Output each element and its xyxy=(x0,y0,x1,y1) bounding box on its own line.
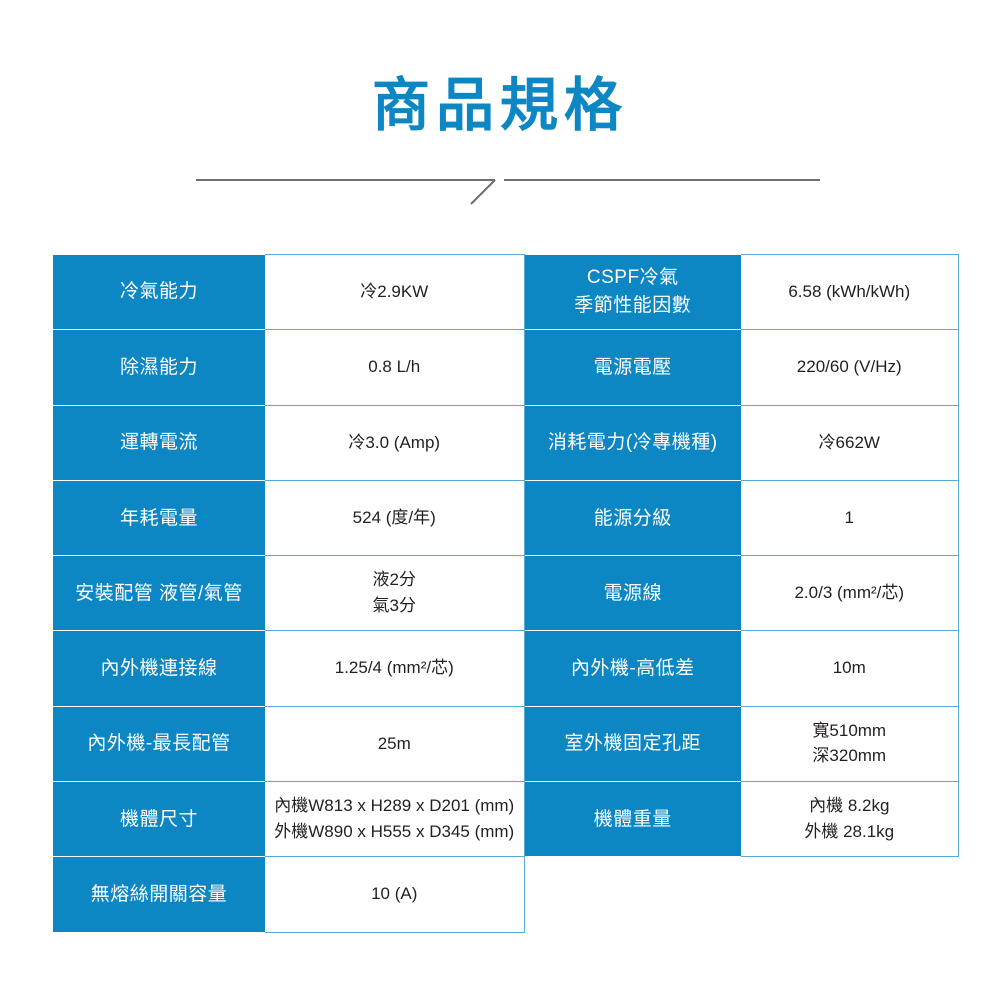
spec-value: 1.25/4 (mm²/芯) xyxy=(265,630,525,707)
empty-cell xyxy=(741,856,958,933)
spec-label: 機體尺寸 xyxy=(53,781,265,858)
label-line: 內外機-高低差 xyxy=(570,658,695,680)
value-line: 6.58 (kWh/kWh) xyxy=(788,281,911,301)
spec-value: 524 (度/年) xyxy=(265,480,525,557)
spec-value: 1 xyxy=(741,480,959,557)
table-row: 內外機連接線 1.25/4 (mm²/芯) 內外機-高低差 10m xyxy=(53,630,959,707)
value-line: 冷662W xyxy=(818,432,880,452)
value-line: 10m xyxy=(832,658,866,678)
table-row: 機體尺寸 內機W813 x H289 x D201 (mm) 外機W890 x … xyxy=(53,781,959,858)
spec-label: 電源電壓 xyxy=(524,329,741,406)
page-header: 商品規格 xyxy=(0,73,1000,139)
table-row: 冷氣能力 冷2.9KW CSPF冷氣 季節性能因數 6.58 (kWh/kWh) xyxy=(53,253,959,331)
spec-label: 能源分級 xyxy=(524,479,741,557)
spec-label: 機體重量 xyxy=(524,781,741,858)
table-row: 安裝配管 液管/氣管 液2分 氣3分 電源線 2.0/3 (mm²/芯) xyxy=(53,555,959,632)
value-line: 524 (度/年) xyxy=(352,507,436,527)
spec-value: 冷3.0 (Amp) xyxy=(265,405,525,481)
spec-label: 內外機-高低差 xyxy=(524,630,741,707)
spec-value: 220/60 (V/Hz) xyxy=(741,329,959,406)
empty-cell xyxy=(524,856,741,933)
divider-line-icon xyxy=(196,179,820,205)
value-line: 內機 8.2kg xyxy=(809,796,890,816)
value-line: 液2分 xyxy=(372,570,416,590)
value-line: 1 xyxy=(844,507,854,527)
page-title: 商品規格 xyxy=(371,73,628,138)
spec-value: 內機 8.2kg 外機 28.1kg xyxy=(741,781,959,858)
value-line: 2.0/3 (mm²/芯) xyxy=(794,583,905,603)
value-line: 0.8 L/h xyxy=(368,357,421,377)
label-line: 能源分級 xyxy=(593,507,672,529)
spec-value: 25m xyxy=(265,706,525,783)
value-line: 10 (A) xyxy=(371,884,418,904)
value-line: 深320mm xyxy=(812,746,887,766)
spec-label: 運轉電流 xyxy=(53,404,265,481)
spec-value: 6.58 (kWh/kWh) xyxy=(741,253,959,331)
value-line: 1.25/4 (mm²/芯) xyxy=(334,658,454,678)
table-row: 內外機-最長配管 25m 室外機固定孔距 寬510mm 深320mm xyxy=(53,705,959,783)
spec-label: 除濕能力 xyxy=(53,329,265,406)
spec-value: 液2分 氣3分 xyxy=(265,555,525,632)
value-line: 內機W813 x H289 x D201 (mm) xyxy=(274,796,515,816)
spec-label: 無熔絲開關容量 xyxy=(53,856,265,933)
label-line: 電源電壓 xyxy=(593,356,672,378)
spec-label: 電源線 xyxy=(524,555,741,632)
label-line: CSPF冷氣 xyxy=(586,267,679,289)
table-row: 除濕能力 0.8 L/h 電源電壓 220/60 (V/Hz) xyxy=(53,329,959,406)
spec-value: 10m xyxy=(741,630,959,707)
value-line: 25m xyxy=(377,733,411,753)
spec-table-body: 冷氣能力 冷2.9KW CSPF冷氣 季節性能因數 6.58 (kWh/kWh)… xyxy=(53,253,959,933)
spec-value: 0.8 L/h xyxy=(265,329,525,406)
label-line: 機體重量 xyxy=(593,808,672,830)
label-line: 室外機固定孔距 xyxy=(564,733,701,755)
value-line: 冷2.9KW xyxy=(360,281,429,301)
spec-label: 冷氣能力 xyxy=(53,254,265,331)
spec-label: 消耗電力(冷專機種) xyxy=(524,404,741,481)
value-line: 外機W890 x H555 x D345 (mm) xyxy=(274,821,515,841)
spec-label: 內外機-最長配管 xyxy=(53,705,265,783)
table-row: 無熔絲開關容量 10 (A) xyxy=(53,856,958,933)
spec-value: 寬510mm 深320mm xyxy=(741,706,959,783)
value-line: 冷3.0 (Amp) xyxy=(348,432,441,452)
spec-table: 冷氣能力 冷2.9KW CSPF冷氣 季節性能因數 6.58 (kWh/kWh)… xyxy=(53,253,959,933)
spec-value: 內機W813 x H289 x D201 (mm) 外機W890 x H555 … xyxy=(265,781,525,858)
spec-value: 10 (A) xyxy=(265,856,525,933)
spec-value: 冷2.9KW xyxy=(265,253,525,331)
value-line: 寬510mm xyxy=(812,720,887,740)
spec-label: 年耗電量 xyxy=(53,479,265,557)
decorative-divider xyxy=(0,168,1000,210)
value-line: 氣3分 xyxy=(372,595,416,615)
table-row: 年耗電量 524 (度/年) 能源分級 1 xyxy=(53,479,959,557)
spec-label: CSPF冷氣 季節性能因數 xyxy=(524,254,741,331)
spec-label: 安裝配管 液管/氣管 xyxy=(53,555,265,632)
spec-label: 內外機連接線 xyxy=(53,630,265,707)
label-line: 消耗電力(冷專機種) xyxy=(547,432,718,454)
value-line: 220/60 (V/Hz) xyxy=(796,357,902,377)
label-line: 電源線 xyxy=(603,582,662,604)
value-line: 外機 28.1kg xyxy=(804,821,895,841)
spec-value: 冷662W xyxy=(741,405,959,481)
spec-value: 2.0/3 (mm²/芯) xyxy=(741,555,959,632)
spec-label: 室外機固定孔距 xyxy=(524,705,741,783)
label-line: 季節性能因數 xyxy=(574,295,692,317)
table-row: 運轉電流 冷3.0 (Amp) 消耗電力(冷專機種) 冷662W xyxy=(53,404,959,481)
